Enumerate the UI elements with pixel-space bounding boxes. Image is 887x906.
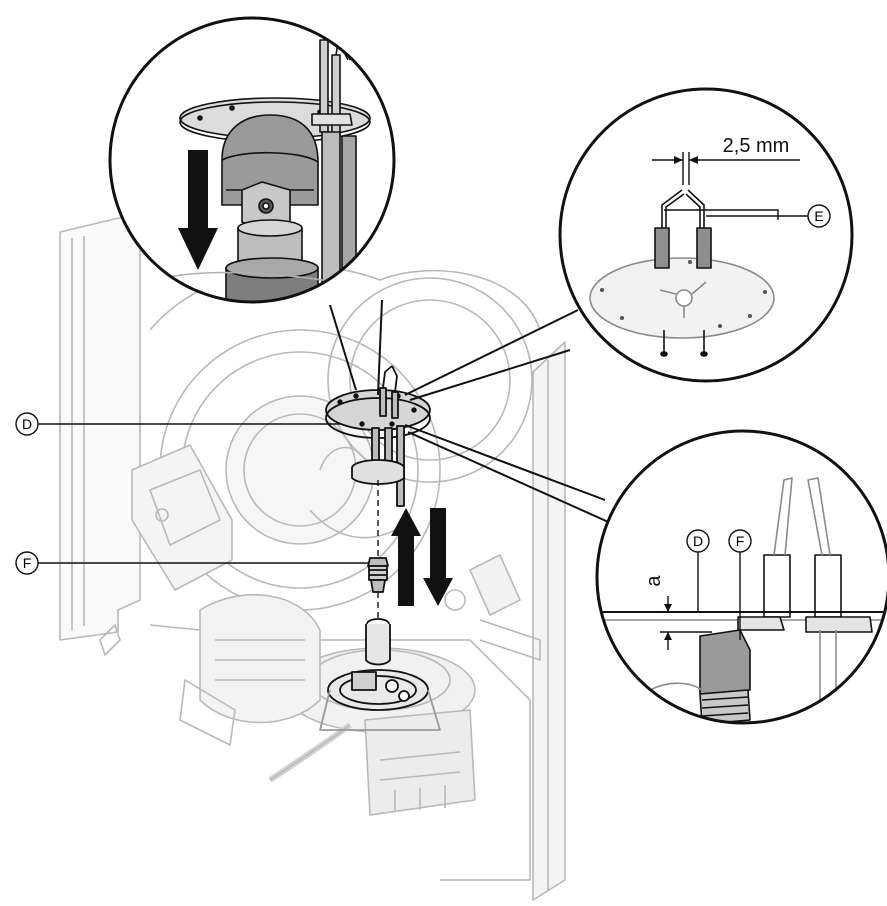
callout-e: E (814, 208, 823, 224)
arrow-down: down-arrow-icon (423, 508, 453, 606)
callout-f-detail: F (736, 533, 745, 549)
detail-circle-bottom (595, 429, 887, 725)
callout-e-lines (664, 209, 808, 220)
callout-labels: D F E D F (15, 204, 831, 575)
dimension-label: 2,5 mm (723, 135, 790, 157)
gap-a-label: a (643, 575, 665, 587)
detail-circle-top (108, 16, 396, 304)
electrode-assembly (319, 365, 441, 731)
detail-circle-right (558, 87, 854, 383)
boiler-background (59, 212, 566, 901)
ignition-module (131, 444, 233, 591)
callout-d-detail: D (693, 533, 703, 549)
gap-a-dimension: a (643, 575, 712, 650)
arrow-up: up-arrow-icon (391, 508, 421, 606)
right-panel (532, 341, 566, 901)
gas-nozzle (367, 557, 389, 593)
gap-dimension: 2,5 mm (652, 135, 800, 185)
pointer-lines (329, 299, 616, 526)
callout-f-main: F (23, 555, 32, 571)
detail-leaders (697, 552, 741, 640)
callout-d-main: D (22, 416, 32, 432)
arrow-down-left: down-arrow-icon (178, 150, 218, 270)
